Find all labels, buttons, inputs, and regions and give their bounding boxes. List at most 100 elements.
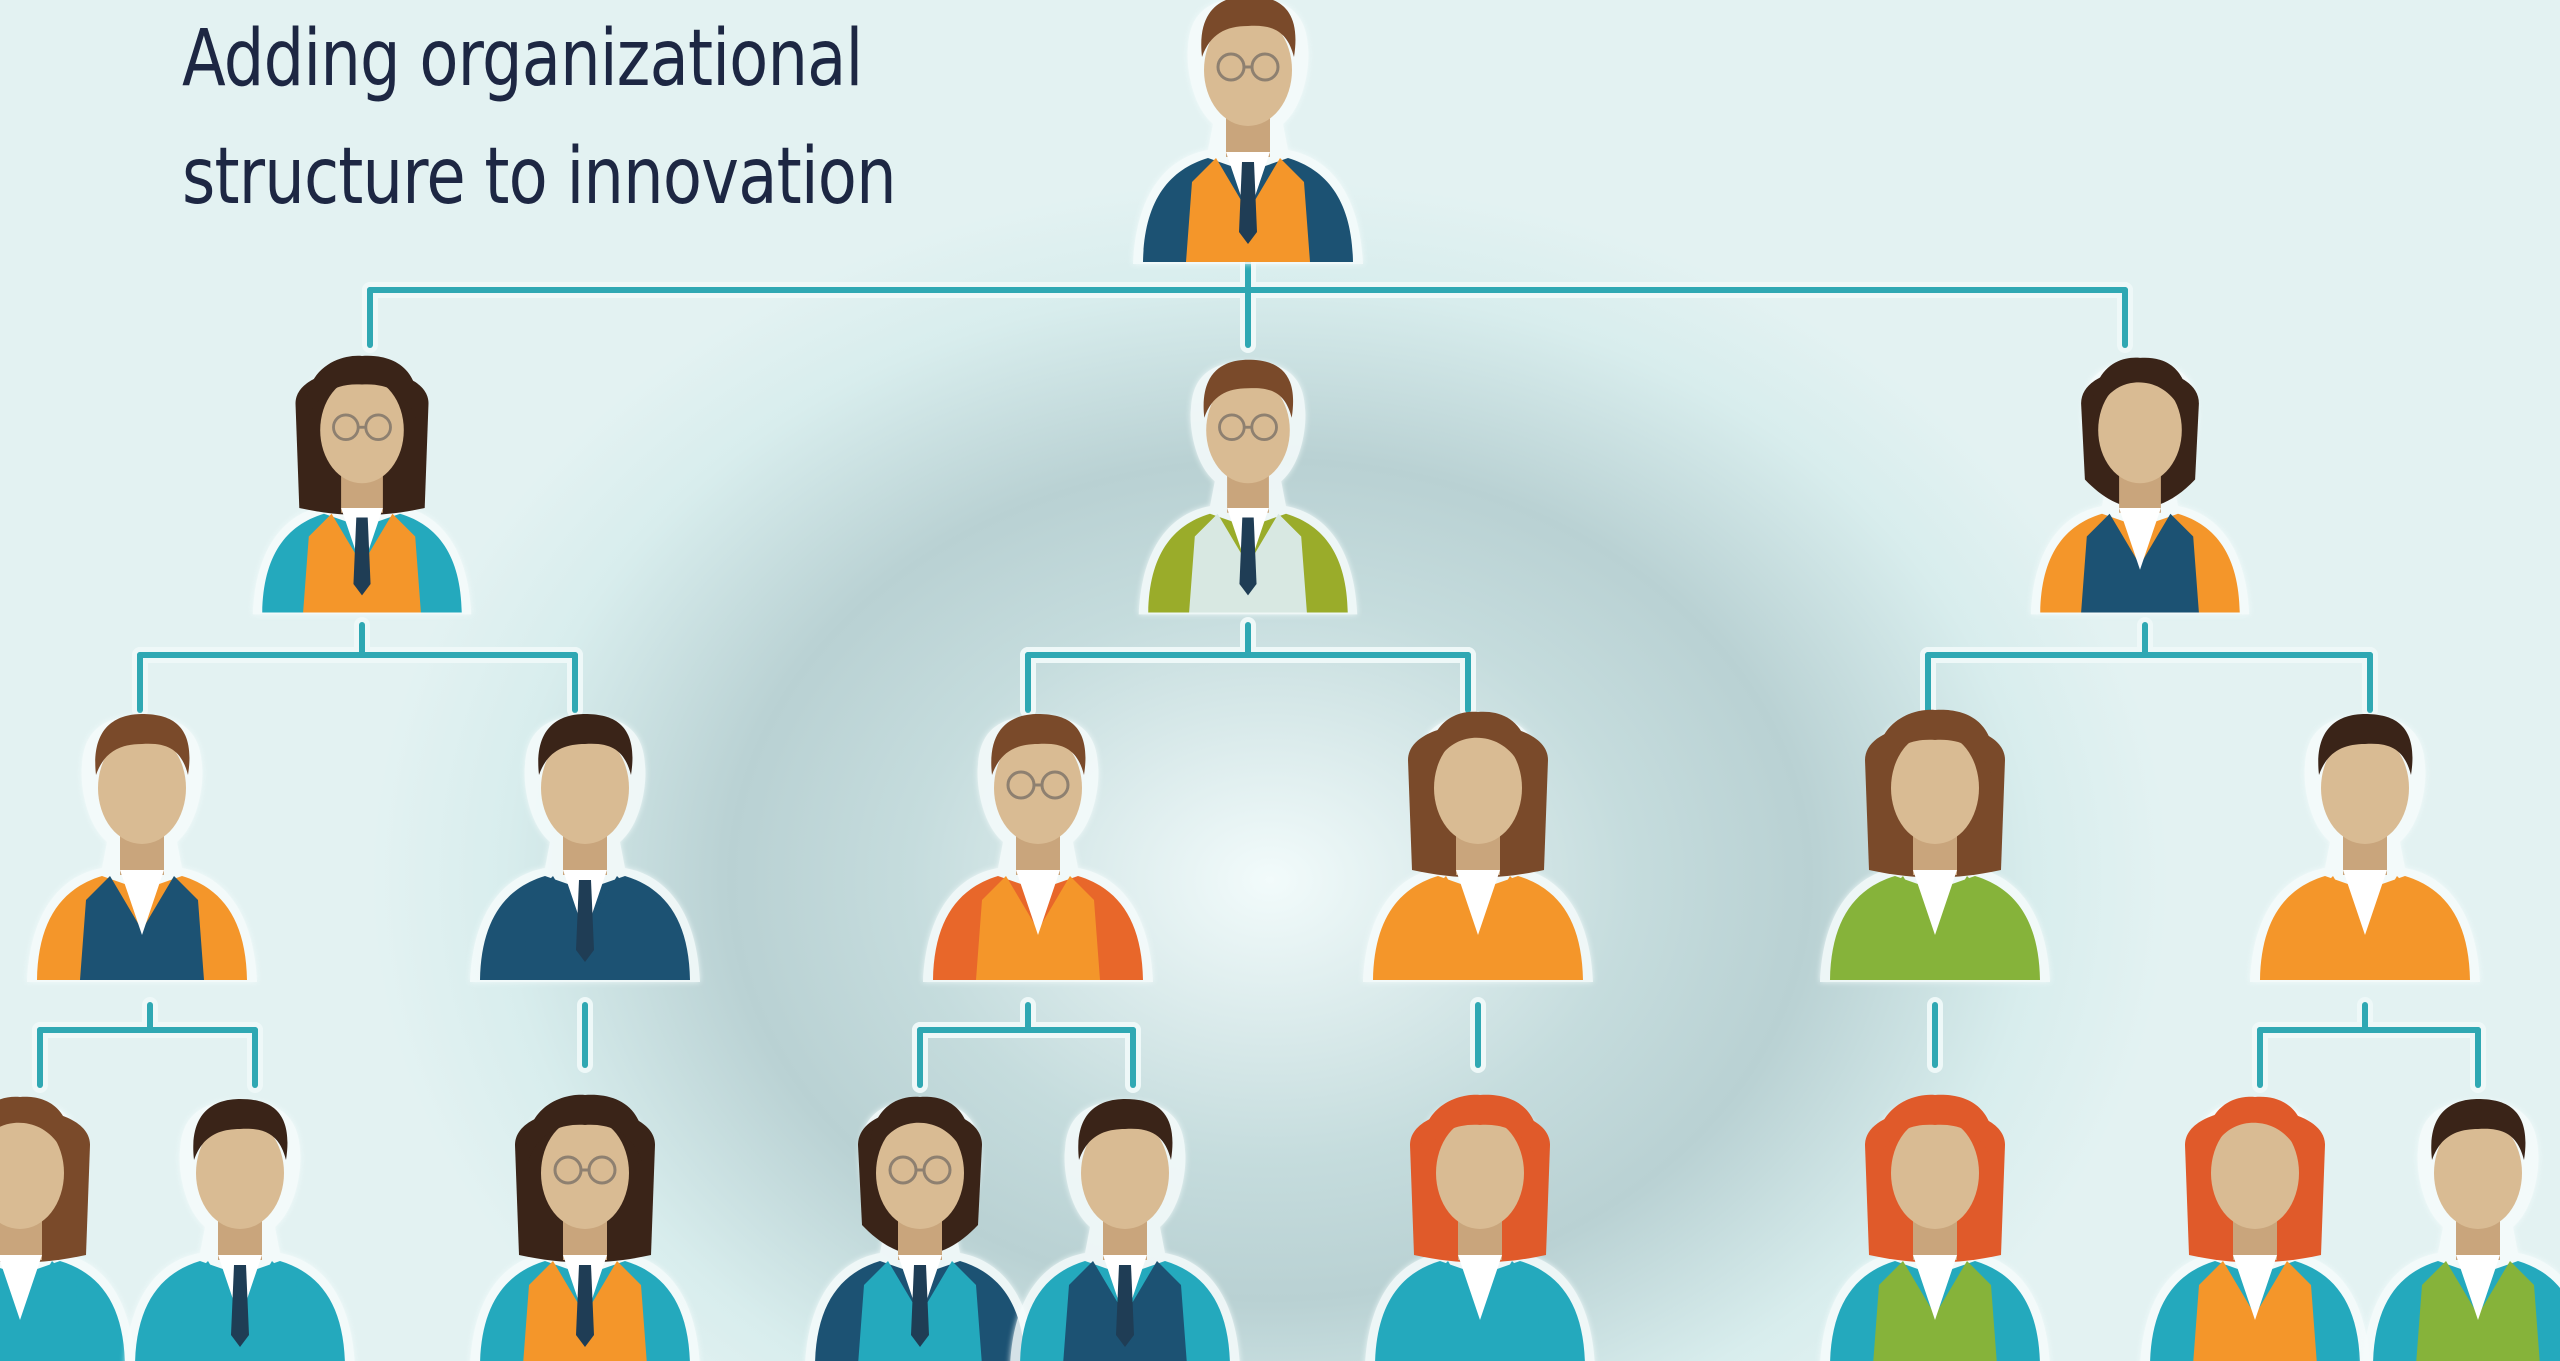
- vest: [80, 876, 204, 980]
- shirt: [2119, 508, 2161, 570]
- person-staff-9: [2363, 1099, 2560, 1361]
- vest: [523, 876, 647, 980]
- face: [541, 732, 629, 844]
- person-ceo: [1133, 0, 1363, 264]
- tie: [576, 880, 594, 962]
- vest: [1416, 876, 1540, 980]
- vest: [1186, 158, 1310, 262]
- hair-top: [2431, 1099, 2526, 1160]
- vest: [2416, 1261, 2540, 1361]
- vest: [0, 1261, 82, 1361]
- tie: [1239, 162, 1257, 244]
- shirt: [0, 1255, 42, 1320]
- hair-top: [1201, 0, 1296, 57]
- hair-top: [2091, 357, 2189, 428]
- hair-top: [1078, 1099, 1173, 1160]
- person-staff-8: [2140, 1096, 2370, 1361]
- person-manager-center: [1138, 359, 1358, 615]
- vest: [1873, 876, 1997, 980]
- hair-top: [1203, 359, 1294, 418]
- hair-top: [1421, 1094, 1540, 1165]
- person-manager-right: [2030, 357, 2250, 615]
- shirt: [1913, 1255, 1957, 1320]
- face: [1891, 1117, 1979, 1229]
- person-lead-2: [470, 714, 700, 982]
- vest: [976, 876, 1100, 980]
- face: [1204, 14, 1292, 126]
- person-lead-4: [1363, 711, 1593, 982]
- vest: [858, 1261, 982, 1361]
- shirt: [120, 870, 164, 935]
- title-line-2: structure to innovation: [182, 132, 897, 222]
- tie: [1239, 517, 1257, 596]
- tie: [911, 1265, 929, 1347]
- face: [994, 732, 1082, 844]
- hair-top: [2204, 1096, 2307, 1170]
- vest: [2193, 1261, 2317, 1361]
- tie: [1116, 1265, 1134, 1347]
- person-lead-3: [923, 714, 1153, 982]
- shirt: [1016, 870, 1060, 935]
- face: [541, 1117, 629, 1229]
- title-line-1: Adding organizational: [182, 14, 863, 104]
- hair-top: [1427, 711, 1530, 785]
- face: [876, 1117, 964, 1229]
- hair-top: [0, 1096, 72, 1170]
- face: [1434, 732, 1522, 844]
- hair-top: [526, 1094, 645, 1165]
- hair-top: [193, 1099, 288, 1160]
- shirt: [1458, 1255, 1502, 1320]
- org-connectors: [32, 242, 2486, 1093]
- hair-top: [538, 714, 633, 775]
- face: [2211, 1117, 2299, 1229]
- hair-top: [306, 355, 419, 423]
- person-staff-7: [1820, 1094, 2050, 1361]
- face: [1436, 1117, 1524, 1229]
- face: [1891, 732, 1979, 844]
- vest: [2303, 876, 2427, 980]
- face: [2321, 732, 2409, 844]
- person-staff-3: [470, 1094, 700, 1361]
- hair-top: [2318, 714, 2413, 775]
- hair-top: [991, 714, 1086, 775]
- vest: [178, 1261, 302, 1361]
- person-lead-6: [2250, 714, 2480, 982]
- face: [2434, 1117, 2522, 1229]
- shirt: [2233, 1255, 2277, 1320]
- vest: [1063, 1261, 1187, 1361]
- shirt: [2343, 870, 2387, 935]
- glasses-right: [1250, 413, 1278, 442]
- vest: [1873, 1261, 1997, 1361]
- hair-top: [1876, 709, 1995, 780]
- vest: [303, 513, 421, 613]
- tie: [353, 517, 371, 596]
- person-staff-4: [805, 1096, 1035, 1361]
- face: [1081, 1117, 1169, 1229]
- person-lead-5: [1820, 709, 2050, 982]
- person-manager-left: [252, 355, 472, 615]
- vest: [1189, 513, 1307, 613]
- vest: [2081, 513, 2199, 613]
- person-lead-1: [27, 714, 257, 982]
- tie: [576, 1265, 594, 1347]
- shirt: [2456, 1255, 2500, 1320]
- hair-top: [95, 714, 190, 775]
- vest: [1418, 1261, 1542, 1361]
- vest: [523, 1261, 647, 1361]
- hair-top: [869, 1096, 972, 1170]
- face: [1206, 376, 1290, 484]
- tie: [231, 1265, 249, 1347]
- person-staff-6: [1365, 1094, 1595, 1361]
- face: [320, 376, 404, 484]
- person-staff-1: [0, 1096, 135, 1361]
- face: [0, 1117, 64, 1229]
- shirt: [1456, 870, 1500, 935]
- page-title: Adding organizational structure to innov…: [182, 0, 897, 236]
- shirt: [1913, 870, 1957, 935]
- face: [2098, 376, 2182, 484]
- person-staff-5: [1010, 1099, 1240, 1361]
- face: [196, 1117, 284, 1229]
- face: [98, 732, 186, 844]
